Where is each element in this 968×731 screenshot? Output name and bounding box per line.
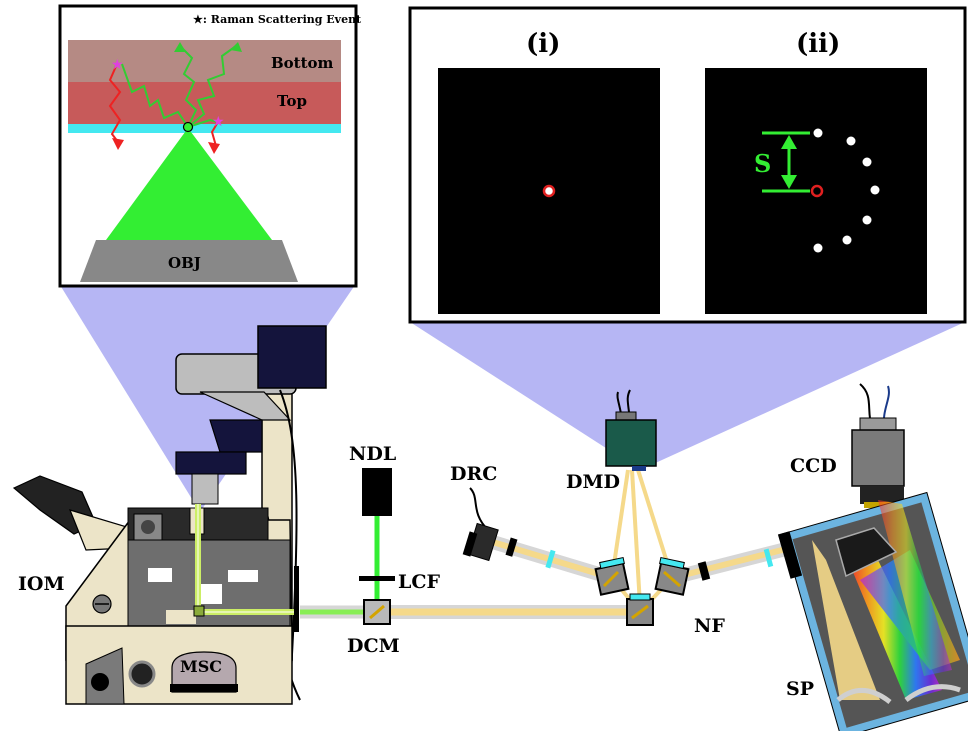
spot — [862, 215, 872, 225]
center-spot — [810, 184, 824, 198]
raman-event-star-icon: ★ — [212, 114, 225, 130]
laser-source — [362, 468, 392, 516]
notch-filter-mirrors — [594, 556, 690, 626]
ccd-camera — [851, 383, 905, 508]
nf-label: NF — [694, 615, 725, 637]
objective-lens — [80, 240, 298, 282]
right-projection-cone — [410, 322, 965, 470]
dcm-label: DCM — [347, 635, 400, 657]
single-spot — [542, 184, 556, 198]
raman-event-star-icon: ★ — [111, 57, 124, 73]
layer-bottom-label: Bottom — [271, 54, 334, 72]
scatter-path — [187, 118, 219, 128]
arrowhead-icon — [781, 175, 797, 189]
raman-path — [210, 121, 219, 147]
spectrometer — [777, 491, 968, 731]
optical-paths — [300, 469, 792, 619]
drc-label: DRC — [450, 463, 497, 485]
arrowhead-icon — [230, 42, 242, 52]
dichroic-mirror — [363, 599, 391, 625]
layer-top-label: Top — [277, 92, 307, 110]
spot — [813, 128, 823, 138]
substrate-layer — [68, 124, 341, 133]
dmd-pattern-inset: (i) (ii) S — [408, 6, 967, 324]
line-filter — [359, 576, 395, 581]
spot — [813, 243, 823, 253]
spot — [862, 157, 872, 167]
pattern-ii — [705, 68, 927, 314]
objective-label: OBJ — [168, 254, 201, 272]
sample-inset: ★ ★ ★: Raman Scattering Event Bottom Top… — [58, 4, 362, 288]
arrowhead-icon — [174, 42, 186, 52]
legend-text: ★: Raman Scattering Event — [193, 13, 362, 26]
panel-ii-label: (ii) — [796, 29, 840, 59]
scatter-path — [187, 45, 237, 128]
excitation-cone — [106, 128, 272, 240]
bottom-layer — [68, 40, 341, 82]
spot — [870, 185, 880, 195]
iom-label: IOM — [18, 573, 64, 595]
lcf-label: LCF — [398, 571, 440, 593]
arrowhead-icon — [208, 142, 220, 154]
top-layer — [68, 82, 341, 124]
motorized-stage-controller — [171, 651, 237, 693]
spot — [842, 235, 852, 245]
focal-point — [182, 121, 194, 133]
scatter-path — [179, 45, 198, 128]
spot — [846, 136, 856, 146]
separation-label: S — [754, 149, 771, 178]
raman-path — [108, 63, 122, 143]
inverted-microscope — [12, 325, 327, 705]
arrowhead-icon — [112, 138, 124, 150]
msc-label: MSC — [180, 657, 222, 676]
panel-i-label: (i) — [526, 29, 560, 59]
dmd-label: DMD — [566, 471, 620, 493]
sp-label: SP — [786, 678, 814, 700]
ndl-label: NDL — [349, 443, 396, 465]
dmd-device — [605, 389, 657, 471]
arrowhead-icon — [781, 135, 797, 149]
scatter-path — [121, 63, 189, 128]
dark-room-camera — [462, 487, 499, 562]
ccd-label: CCD — [790, 455, 837, 477]
